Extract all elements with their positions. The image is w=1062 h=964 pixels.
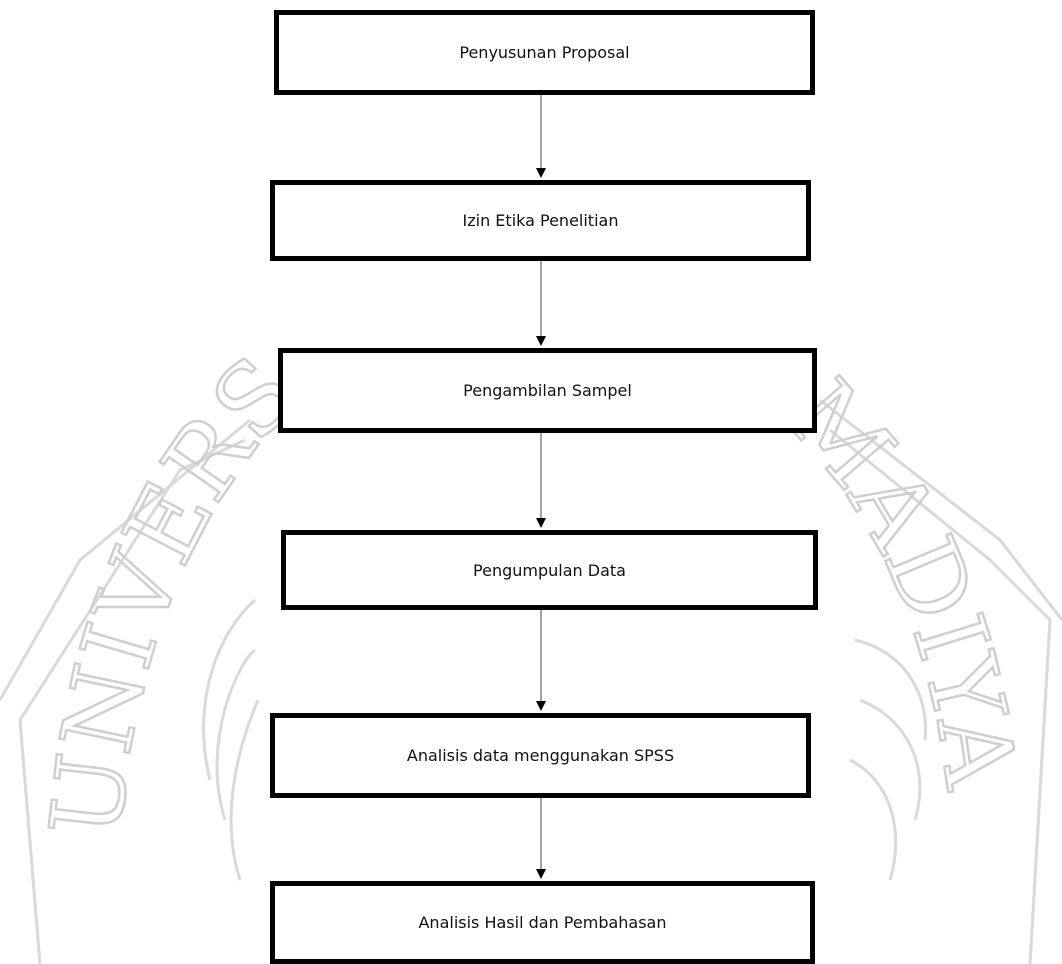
step-box-6: Analisis Hasil dan Pembahasan [270,881,815,964]
step-label-6: Analisis Hasil dan Pembahasan [418,913,667,932]
step-box-3: Pengambilan Sampel [278,348,817,433]
seal-leaf-left-1 [202,598,256,781]
step-label-4: Pengumpulan Data [473,560,626,580]
arrowhead-4 [536,701,546,711]
step-label-1: Penyusunan Proposal [459,43,630,62]
seal-frame-right-inner [829,428,1052,964]
step-label-5: Analisis data menggunakan SPSS [406,746,675,765]
arrowhead-2 [536,336,546,346]
seal-frame-left-outer [0,418,251,701]
step-box-5: Analisis data menggunakan SPSS [270,713,811,798]
seal-leaf-left-3 [229,699,260,881]
seal-flower-right-2 [859,698,922,821]
step-box-2: Izin Etika Penelitian [270,180,811,261]
step-box-4: Pengumpulan Data [281,530,818,610]
seal-flower-right-3 [849,758,898,881]
seal-leaf-left-2 [215,648,256,821]
step-box-1: Penyusunan Proposal [274,10,815,95]
seal-flower-right-1 [854,638,928,741]
arrowhead-3 [536,518,546,528]
arrowhead-5 [536,869,546,879]
step-label-3: Pengambilan Sampel [463,381,632,400]
step-label-2: Izin Etika Penelitian [462,211,619,230]
seal-frame-right-outer [819,398,1062,621]
seal-frame-left-inner [18,438,246,964]
arrowhead-1 [536,168,546,178]
